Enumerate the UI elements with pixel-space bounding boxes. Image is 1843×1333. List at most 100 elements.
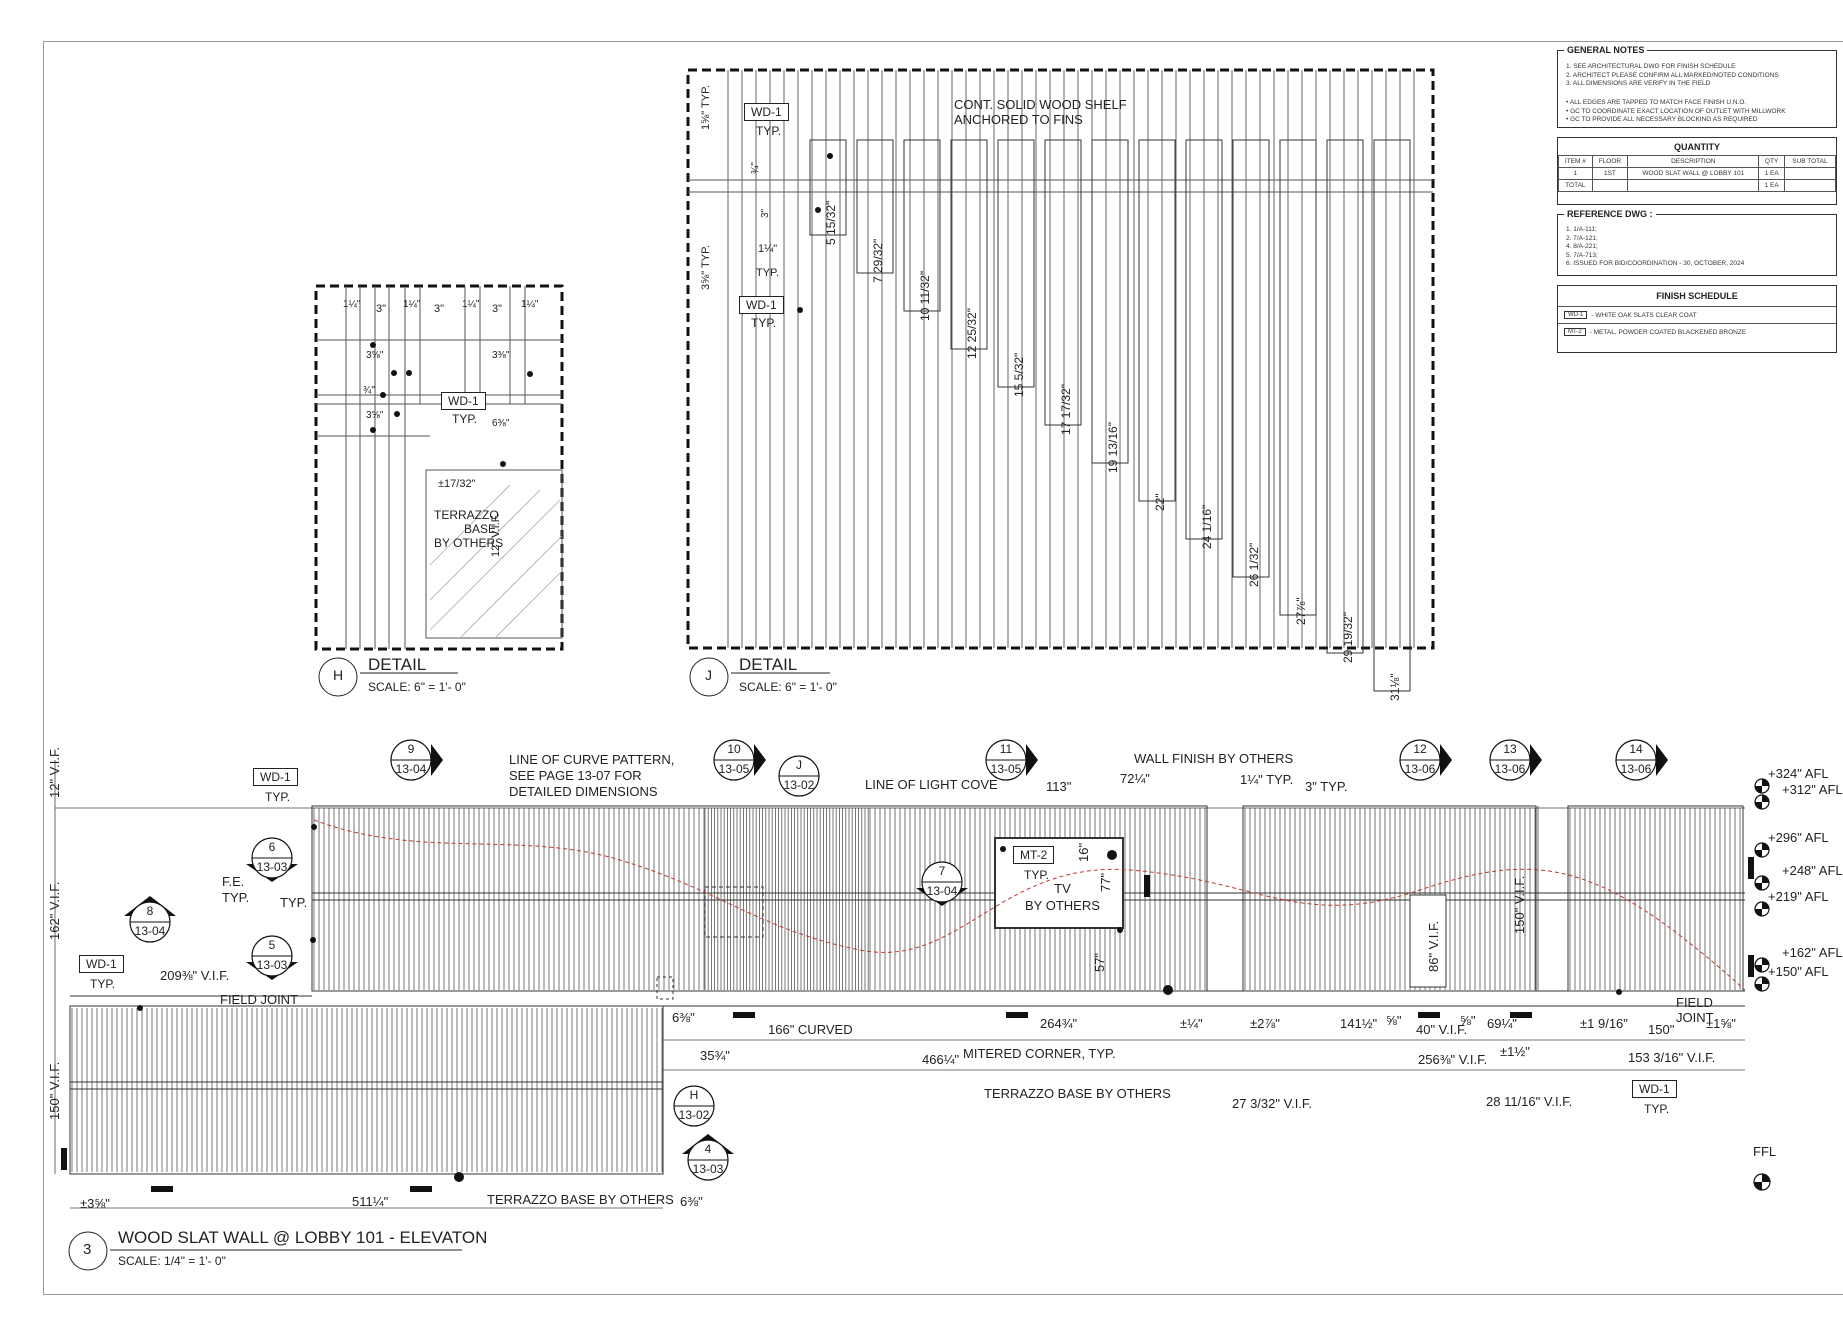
general-notes-box: GENERAL NOTES 1. SEE ARCHITECTURAL DWG F… <box>1557 45 1837 128</box>
table-row: TOTAL 1 EA <box>1558 179 1837 192</box>
dim-label: 6⅜" <box>680 1194 703 1209</box>
quantity-table: ITEM # FLOOR DESCRIPTION QTY SUB TOTAL 1… <box>1558 155 1837 192</box>
dim-label: 150" <box>1648 1022 1675 1037</box>
dim-label: 1¼" <box>343 299 361 310</box>
general-notes-title: GENERAL NOTES <box>1564 45 1648 55</box>
dim-label: ⅝" <box>1386 1013 1402 1028</box>
table-row: 1 1ST WOOD SLAT WALL @ LOBBY 101 1 EA <box>1558 167 1837 180</box>
elevation-scale: SCALE: 1/4" = 1'- 0" <box>118 1254 226 1268</box>
list-item: WD-1 - WHITE OAK SLATS CLEAR COAT <box>1558 306 1836 323</box>
section-marker[interactable] <box>124 896 176 943</box>
section-marker-sheet: 13-03 <box>256 958 288 972</box>
reference-item: 4. 8/A-221; <box>1566 243 1598 250</box>
level-marker <box>1754 842 1770 858</box>
dim-label: 1¼" <box>462 299 480 310</box>
detail-j-marker: J <box>705 667 712 683</box>
dim-label: ±1½" <box>1500 1044 1530 1059</box>
detail-callout-letter: J <box>796 758 802 772</box>
section-marker[interactable] <box>1399 739 1452 781</box>
ffl-label: FFL <box>1753 1144 1777 1159</box>
detail-callout[interactable] <box>673 1085 715 1127</box>
detail-h-tag-sub: TYP. <box>452 412 478 426</box>
dim-label: 17 17/32" <box>1059 384 1073 435</box>
dim-label: 3⅝" <box>366 410 384 421</box>
detail-j-title: DETAIL <box>739 655 798 674</box>
detail-callout[interactable] <box>778 755 820 797</box>
dim-label: 15 5/32" <box>1012 352 1026 397</box>
typ-note: TYP. <box>280 895 308 910</box>
note-item: 3. ALL DIMENSIONS ARE VERIFY IN THE FIEL… <box>1566 80 1711 87</box>
dim-label: 5 15/32" <box>824 200 838 245</box>
dim-label: TYP. <box>756 267 780 279</box>
elevation-title: WOOD SLAT WALL @ LOBBY 101 - ELEVATON <box>118 1228 488 1247</box>
reference-item: 1. 1/A-111; <box>1566 226 1597 233</box>
dim-label: 3⅝" TYP. <box>700 244 712 290</box>
note-bullet-text: ALL EDGES ARE TAPPED TO MATCH FACE FINIS… <box>1569 99 1747 106</box>
dim-label: ±2⅞" <box>1250 1016 1280 1031</box>
section-marker[interactable] <box>246 935 298 980</box>
section-marker[interactable] <box>1489 739 1542 781</box>
note-line: LINE OF CURVE PATTERN, <box>509 752 675 767</box>
reference-list: 1. 1/A-111; 2. 7/A-121; 4. 8/A-221; 5. 7… <box>1566 226 1744 269</box>
tag-mt2: MT-2 <box>1013 846 1055 864</box>
dim-label: 1¼" TYP. <box>1240 772 1294 787</box>
section-marker[interactable] <box>1615 739 1668 781</box>
dim-label: 1⅝" TYP. <box>700 84 712 130</box>
quantity-title: QUANTITY <box>1674 142 1720 152</box>
quantity-total-label: TOTAL <box>1558 179 1593 192</box>
field-joint-note-2: FIELD JOINT <box>1676 995 1714 1025</box>
tag-wd1: WD-1 <box>253 768 298 786</box>
dim-label: ±3⅝" <box>80 1196 110 1211</box>
dim-label: 77" <box>1098 872 1113 892</box>
note-line: TERRAZZO <box>434 508 499 522</box>
level-marker <box>1754 778 1770 794</box>
section-marker[interactable] <box>713 739 766 781</box>
section-marker[interactable] <box>985 739 1038 781</box>
dim-label: 12 25/32" <box>965 308 979 359</box>
level-label: +312" AFL <box>1782 782 1843 797</box>
quantity-header: SUB TOTAL <box>1783 155 1837 168</box>
quantity-header: QTY <box>1758 155 1785 168</box>
mitered-note: MITERED CORNER, TYP. <box>963 1046 1116 1061</box>
section-marker-sheet: 13-04 <box>395 762 427 776</box>
quantity-cell: 1ST <box>1591 167 1629 180</box>
detail-h-scale: SCALE: 6" = 1'- 0" <box>368 680 466 694</box>
dim-label: 7 29/32" <box>871 238 885 283</box>
detail-callout-sheet: 13-02 <box>783 778 815 792</box>
quantity-cell: 1 EA <box>1758 167 1785 180</box>
reference-item: 6. ISSUED FOR BID/COORDINATION - 30, OCT… <box>1566 260 1745 267</box>
note-item: 1. SEE ARCHITECTURAL DWG FOR FINISH SCHE… <box>1566 63 1736 70</box>
section-marker-sheet: 13-03 <box>256 860 288 874</box>
note-line: FIELD <box>1676 995 1713 1010</box>
section-marker-number: 14 <box>1629 742 1643 756</box>
drawing-sheet <box>43 41 1843 1295</box>
section-marker[interactable] <box>246 837 298 882</box>
note-line: ANCHORED TO FINS <box>954 112 1083 127</box>
level-marker <box>1754 976 1770 992</box>
detail-j-tag-bottom: WD-1 <box>739 296 784 314</box>
note-line: F.E. <box>222 874 245 889</box>
quantity-header-row: ITEM # FLOOR DESCRIPTION QTY SUB TOTAL <box>1558 155 1837 168</box>
section-marker[interactable] <box>916 861 968 906</box>
tag-wd1-sub: TYP. <box>1644 1102 1670 1116</box>
note-line: BY OTHERS <box>1025 898 1100 913</box>
section-marker[interactable] <box>682 1134 734 1181</box>
dim-label: 27⅞" <box>1294 597 1308 625</box>
field-joint-note: FIELD JOINT <box>220 992 299 1007</box>
dim-label: 35¾" <box>700 1048 730 1063</box>
dim-label: 27 3/32" V.I.F. <box>1232 1096 1313 1111</box>
dim-label: 264¾" <box>1040 1016 1078 1031</box>
finish-tag: WD-1 <box>1564 311 1588 319</box>
quantity-box: QUANTITY ITEM # FLOOR DESCRIPTION QTY SU… <box>1557 137 1837 205</box>
section-marker-sheet: 13-05 <box>990 762 1022 776</box>
dim-label: 3" <box>492 303 503 315</box>
dim-label: 31⅛" <box>1388 673 1402 701</box>
dim-label: 1¼" <box>521 299 539 310</box>
section-marker[interactable] <box>390 739 443 781</box>
note-line: CONT. SOLID WOOD SHELF <box>954 97 1127 112</box>
detail-callout-letter: H <box>689 1088 699 1102</box>
finish-schedule-box: FINISH SCHEDULE WD-1 - WHITE OAK SLATS C… <box>1557 285 1837 353</box>
dim-label: ¾" <box>363 385 375 396</box>
section-marker-sheet: 13-04 <box>926 884 958 898</box>
